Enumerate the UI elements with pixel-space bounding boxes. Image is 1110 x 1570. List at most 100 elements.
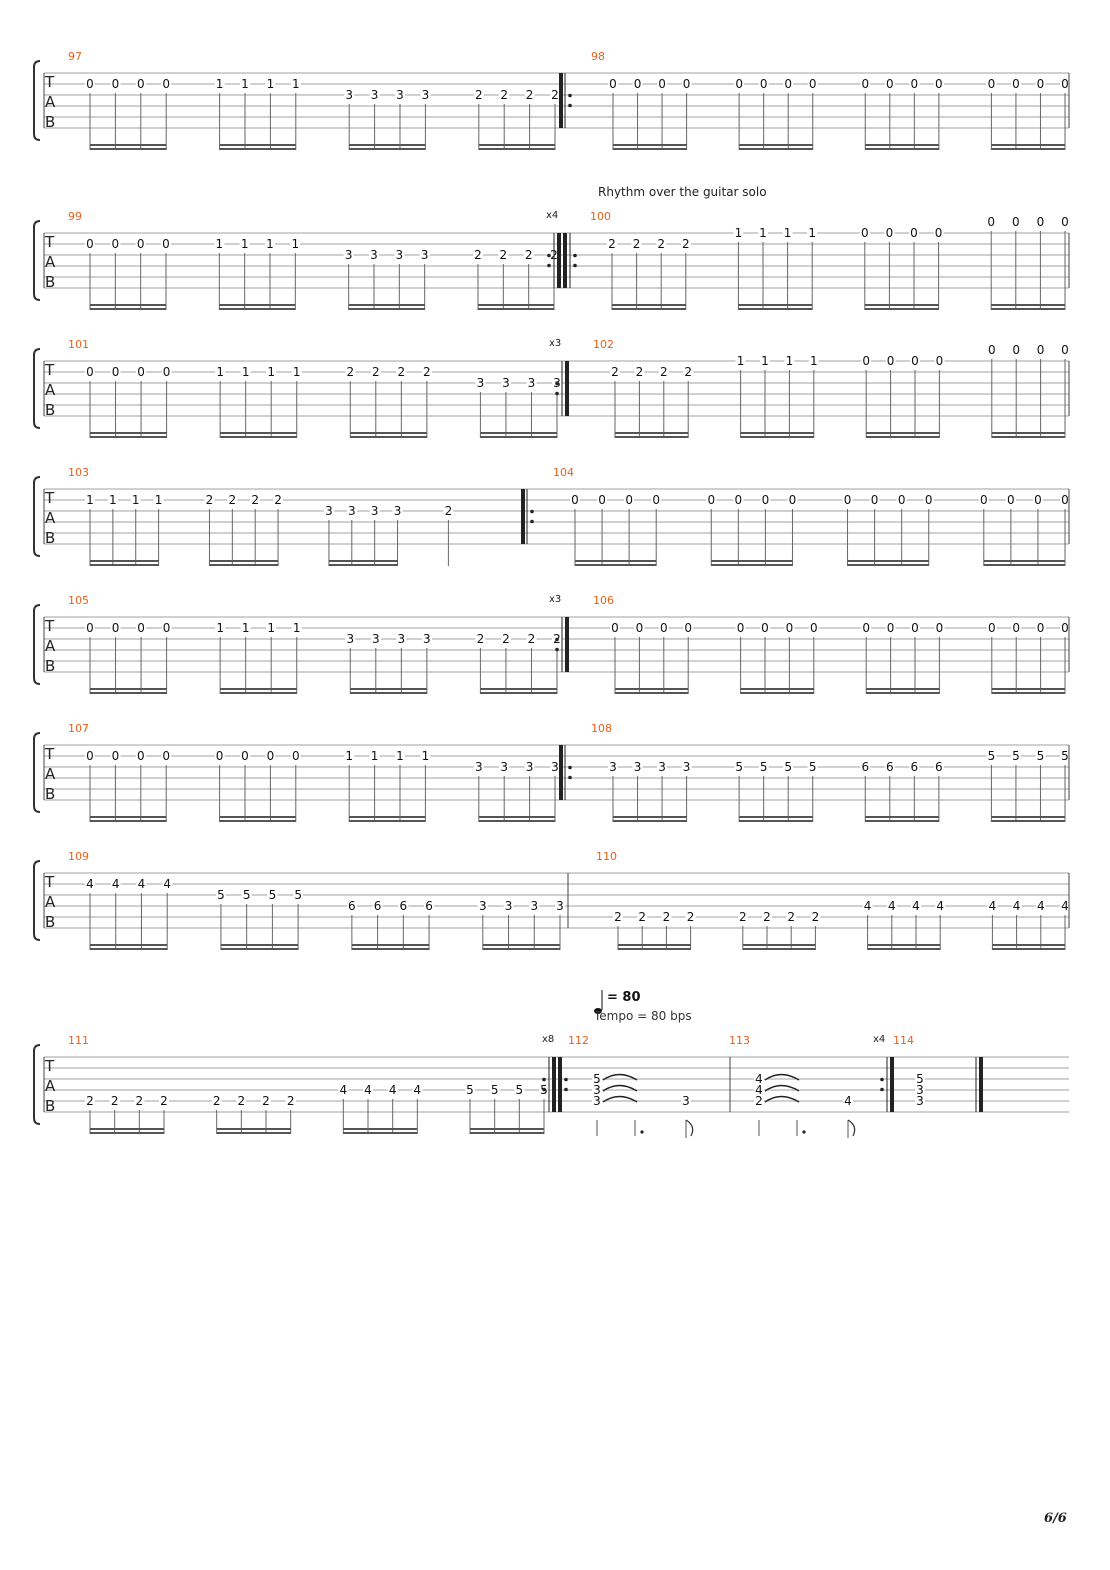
fret-mask: [424, 900, 435, 912]
fret-mask: [885, 355, 896, 367]
fret-number: 0: [652, 493, 660, 507]
fret-number: 3: [371, 504, 379, 518]
staff-bracket: [33, 1044, 41, 1125]
fret-number: 0: [910, 226, 918, 240]
repeat-dot: [573, 263, 577, 268]
fret-mask: [737, 911, 748, 923]
fret-number: 1: [242, 365, 250, 379]
repeat-dot: [568, 765, 572, 770]
fret-number: 0: [660, 621, 668, 635]
tab-clef-letter: B: [45, 657, 55, 675]
fret-number: 0: [1034, 493, 1042, 507]
fret-number: 5: [217, 888, 225, 902]
fret-number: 3: [371, 88, 379, 102]
measure-number: 113: [729, 1034, 750, 1047]
fret-number: 0: [911, 354, 919, 368]
fret-mask: [733, 494, 744, 506]
fret-mask: [1060, 494, 1070, 506]
fret-mask: [291, 622, 302, 634]
fret-mask: [136, 622, 147, 634]
fret-mask: [786, 911, 797, 923]
fret-mask: [784, 622, 795, 634]
fret-mask: [915, 1073, 925, 1084]
fret-mask: [631, 238, 642, 250]
fret-number: 0: [292, 749, 300, 763]
fret-mask: [293, 889, 304, 901]
repeat-count: x4: [546, 210, 558, 221]
fret-number: 1: [216, 365, 224, 379]
repeat-bar: [557, 233, 561, 288]
fret-mask: [860, 78, 871, 90]
fret-number: 2: [787, 910, 795, 924]
fret-number: 0: [761, 621, 769, 635]
fret-mask: [110, 750, 121, 762]
fret-mask: [396, 366, 407, 378]
repeat-dot: [547, 263, 551, 268]
fret-mask: [808, 355, 819, 367]
fret-number: 2: [229, 493, 237, 507]
fret-number: 2: [614, 910, 622, 924]
fret-number: 2: [684, 365, 692, 379]
fret-mask: [886, 900, 897, 912]
fret-mask: [1010, 216, 1021, 228]
fret-mask: [884, 227, 895, 239]
repeat-dot: [573, 253, 577, 258]
fret-mask: [760, 494, 771, 506]
fret-number: 0: [886, 77, 894, 91]
fret-mask: [240, 750, 250, 762]
fret-number: 2: [86, 1094, 94, 1108]
fret-mask: [681, 78, 692, 90]
fret-number: 1: [242, 621, 250, 635]
fret-mask: [896, 494, 907, 506]
tab-clef-letter: T: [44, 617, 55, 635]
fret-mask: [162, 878, 173, 890]
fret-mask: [265, 750, 276, 762]
fret-number: 3: [528, 376, 536, 390]
fret-mask: [909, 227, 919, 239]
fret-mask: [734, 761, 745, 773]
fret-number: 3: [346, 632, 354, 646]
fret-number: 0: [658, 77, 666, 91]
tab-clef-letter: A: [45, 1077, 56, 1095]
repeat-dot: [555, 647, 559, 652]
fret-mask: [499, 761, 510, 773]
fret-number: 0: [137, 621, 145, 635]
staff-bracket: [33, 60, 41, 141]
fret-mask: [861, 622, 872, 634]
fret-mask: [1010, 78, 1021, 90]
fret-mask: [1060, 750, 1070, 762]
fret-mask: [860, 761, 871, 773]
repeat-count: x4: [873, 1034, 885, 1045]
tab-staff: TAB9900001111333322221002222111100000000…: [33, 210, 1070, 310]
fret-number: 0: [112, 77, 120, 91]
fret-number: 0: [683, 77, 691, 91]
fret-number: 6: [935, 760, 943, 774]
fret-mask: [862, 900, 873, 912]
fret-number: 5: [916, 1072, 924, 1086]
repeat-dot: [880, 1077, 884, 1082]
fret-number: 2: [474, 248, 482, 262]
staff-bracket: [33, 732, 41, 813]
repeat-dot: [530, 519, 534, 524]
fret-number: 0: [112, 749, 120, 763]
fret-mask: [1060, 344, 1070, 356]
fret-number: 0: [163, 621, 171, 635]
repeat-bar: [558, 1057, 562, 1112]
fret-mask: [808, 622, 819, 634]
fret-number: 0: [86, 77, 94, 91]
fret-mask: [343, 249, 354, 261]
fret-number: 0: [935, 77, 943, 91]
tab-clef-letter: B: [45, 401, 55, 419]
repeat-dot: [564, 1087, 568, 1092]
fret-mask: [240, 622, 251, 634]
fret-number: 0: [86, 365, 94, 379]
fret-mask: [266, 622, 277, 634]
fret-mask: [651, 494, 662, 506]
fret-mask: [159, 1095, 169, 1107]
fret-number: 0: [784, 77, 792, 91]
fret-number: 2: [638, 910, 646, 924]
fret-mask: [861, 355, 872, 367]
fret-mask: [986, 216, 997, 228]
